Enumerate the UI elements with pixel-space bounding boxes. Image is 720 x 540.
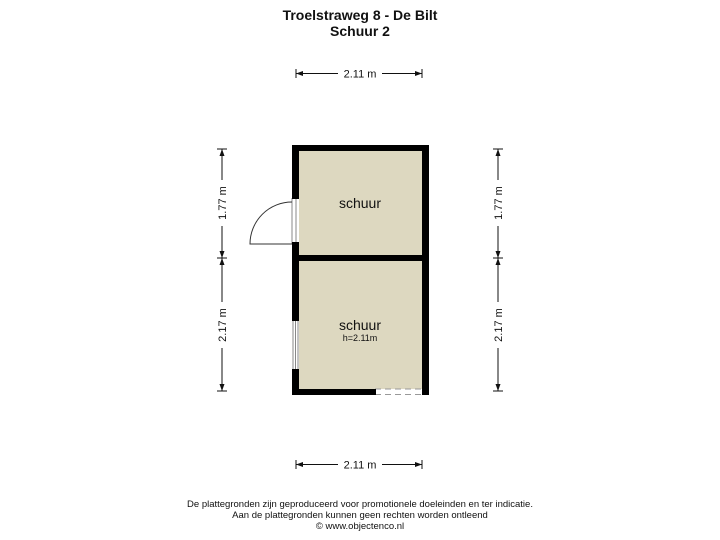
dimension-left-upper-label: 1.77 m (217, 186, 229, 220)
wall-partition (292, 255, 429, 261)
wall-left (292, 145, 299, 395)
wall-top (292, 145, 429, 151)
dimension-bottom-label: 2.11 m (344, 460, 377, 472)
dimension-top: 2.11 m (295, 69, 423, 81)
dimension-right-upper-label: 1.77 m (493, 186, 505, 220)
dimension-bottom: 2.11 m (295, 460, 423, 472)
dimension-top-label: 2.11 m (344, 69, 377, 81)
disclaimer-line-1: De plattegronden zijn geproduceerd voor … (187, 499, 533, 510)
door-swing-icon (249, 201, 293, 245)
copyright-link[interactable]: © www.objectenco.nl (315, 521, 405, 532)
dimension-left: 1.77 m 2.17 m (217, 148, 229, 392)
dimension-left-lower-label: 2.17 m (217, 308, 229, 342)
dimension-right: 1.77 m 2.17 m (493, 148, 505, 392)
dimension-right-lower-label: 2.17 m (493, 308, 505, 342)
bottom-opening (375, 389, 422, 395)
wall-right (422, 145, 429, 395)
disclaimer-line-2: Aan de plattegronden kunnen geen rechten… (232, 510, 488, 521)
plan-subtitle: Schuur 2 (330, 23, 390, 39)
room-floor-lower (299, 261, 422, 389)
wall-bottom (292, 389, 429, 395)
room-height-lower: h=2.11m (343, 333, 378, 343)
room-label-lower: schuur (339, 317, 381, 333)
room-floor-upper (299, 151, 422, 255)
room-label-upper: schuur (339, 195, 381, 211)
plan-title: Troelstraweg 8 - De Bilt (282, 7, 438, 23)
